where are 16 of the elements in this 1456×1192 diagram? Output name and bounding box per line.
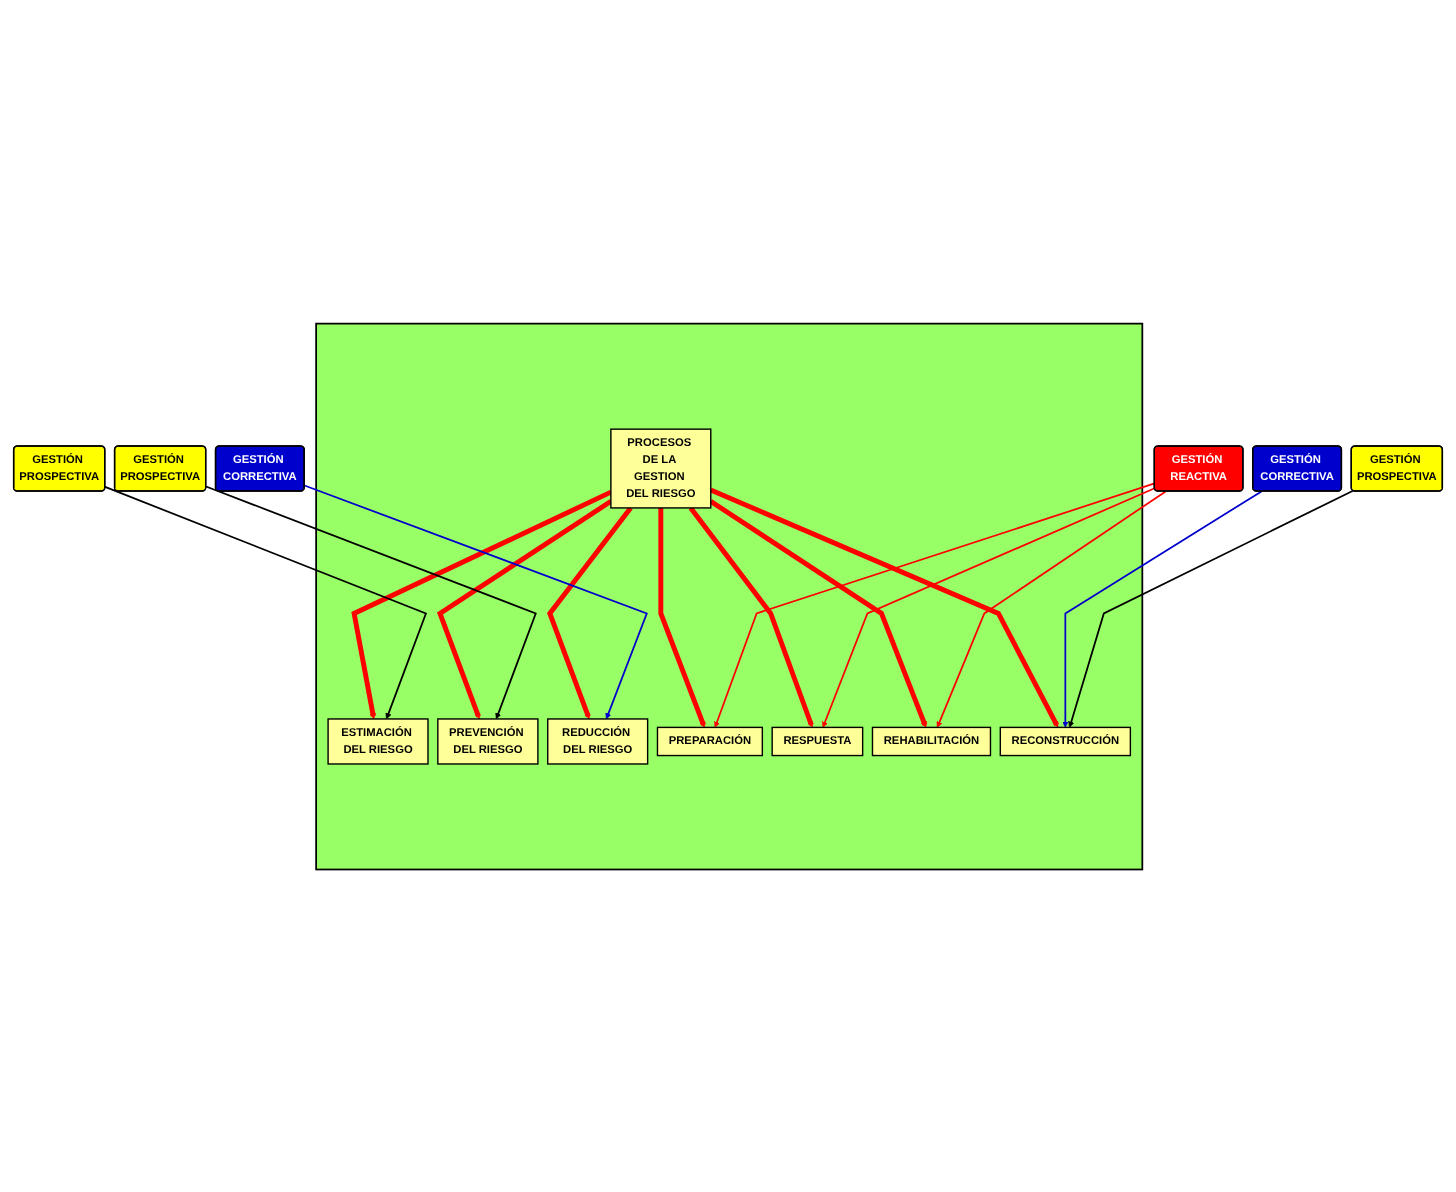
arrow: [205, 485, 537, 719]
arrow: [822, 486, 1156, 728]
arrow: [351, 489, 612, 719]
arrow: [1062, 489, 1263, 728]
arrow: [547, 505, 633, 719]
arrow: [936, 489, 1167, 728]
arrow: [709, 487, 1059, 728]
arrow: [714, 482, 1156, 728]
cluster: [315, 322, 1144, 870]
arrow: [709, 498, 928, 728]
arrow: [303, 484, 648, 719]
arrow: [104, 485, 428, 719]
arrow: [688, 505, 814, 728]
arrow: [437, 498, 613, 719]
arrow: [658, 507, 706, 728]
arrow: [1068, 489, 1354, 728]
